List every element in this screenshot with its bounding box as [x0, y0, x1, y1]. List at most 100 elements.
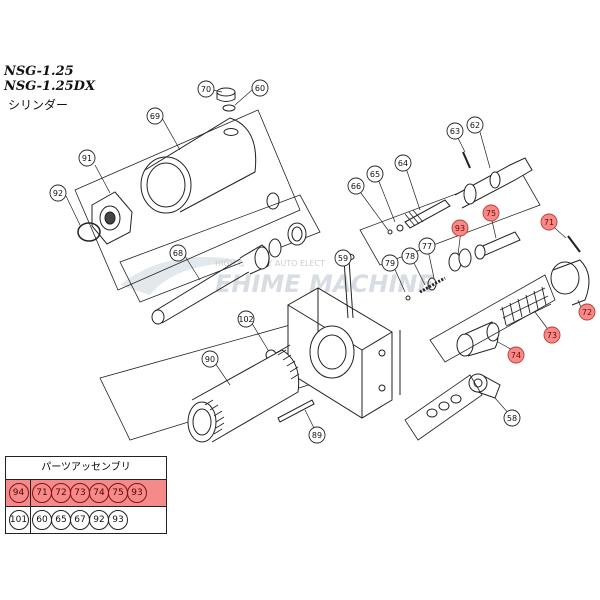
- callout-78: 78: [401, 247, 419, 265]
- part-drawings: [65, 87, 590, 443]
- cylinder-body-block: [287, 287, 401, 419]
- callout-circle: [381, 254, 399, 272]
- callout-65: 65: [366, 165, 384, 183]
- callout-93: 93: [451, 219, 469, 237]
- part-number: 75: [108, 483, 128, 503]
- ball-66: [387, 229, 393, 235]
- piston-74: [456, 321, 500, 357]
- cap-72: [550, 259, 590, 306]
- callout-79: 79: [381, 254, 399, 272]
- callout-label: 89: [312, 431, 322, 440]
- callout-circle: [543, 326, 561, 344]
- callout-circle: [446, 122, 464, 140]
- watermark-small-text: HIGH QUALITY AUTO ELECT: [215, 259, 325, 268]
- callout-label: 70: [201, 85, 211, 94]
- callout-label: 58: [507, 414, 517, 423]
- cylinder-group-outline: [74, 109, 301, 291]
- callout-label: 63: [450, 127, 460, 136]
- callout-circle: [78, 149, 96, 167]
- callout-label: 64: [398, 159, 408, 168]
- callout-circle: [451, 219, 469, 237]
- assembly-number: 101: [8, 510, 29, 530]
- callout-77: 77: [418, 237, 436, 255]
- callout-circle: [49, 184, 67, 202]
- callout-64: 64: [394, 154, 412, 172]
- part-number: 93: [108, 510, 128, 530]
- callout-label: 91: [82, 154, 92, 163]
- washer-77: [427, 277, 437, 291]
- callout-circle: [578, 303, 596, 321]
- pin-71: [567, 235, 581, 253]
- callout-label: 73: [547, 331, 557, 340]
- spring-78: [419, 276, 446, 294]
- callout-label: 66: [351, 182, 361, 191]
- callout-label: 77: [422, 242, 432, 251]
- callout-71: 71: [540, 213, 558, 231]
- callout-label: 79: [385, 259, 395, 268]
- callout-label: 75: [486, 209, 496, 218]
- callout-59: 59: [334, 249, 352, 267]
- callout-label: 78: [405, 252, 415, 261]
- part-number: 67: [70, 510, 90, 530]
- assembly-subtitle: シリンダー: [8, 98, 69, 112]
- callout-label: 59: [338, 254, 348, 263]
- callout-circle: [482, 204, 500, 222]
- callout-63: 63: [446, 122, 464, 140]
- pin-63: [462, 151, 471, 169]
- part-number: 72: [51, 483, 71, 503]
- callout-circle: [201, 350, 219, 368]
- callout-label: 65: [370, 170, 380, 179]
- callout-74: 74: [507, 346, 525, 364]
- watermark-swoosh: [120, 256, 250, 295]
- callout-62: 62: [466, 116, 484, 134]
- nozzle-58: [468, 373, 501, 399]
- parts-table-header: パーツアッセンブリ: [6, 457, 166, 480]
- callout-label: 62: [470, 121, 480, 130]
- callout-label: 69: [150, 112, 160, 121]
- knob-70: [216, 87, 236, 112]
- threaded-tube-90: [187, 349, 300, 443]
- callout-circle: [237, 310, 255, 328]
- callout-69: 69: [146, 107, 164, 125]
- callout-102: 102: [237, 310, 255, 328]
- callout-70: 70: [197, 80, 215, 98]
- callout-circle: [401, 247, 419, 265]
- ring-92: [77, 222, 101, 242]
- part-number: 92: [89, 510, 109, 530]
- callout-circle: [466, 116, 484, 134]
- callout-circle: [347, 177, 365, 195]
- callout-label: 90: [205, 355, 215, 364]
- model-title-1: NSG-1.25: [4, 64, 74, 79]
- part-number: 73: [70, 483, 90, 503]
- callout-66: 66: [347, 177, 365, 195]
- callout-circle: [418, 237, 436, 255]
- ball-79: [405, 295, 411, 301]
- callout-circle: [503, 409, 521, 427]
- callout-90: 90: [201, 350, 219, 368]
- callout-72: 72: [578, 303, 596, 321]
- piston-rod-68: [151, 192, 307, 325]
- assembly-number: 94: [8, 483, 29, 503]
- callout-58: 58: [503, 409, 521, 427]
- spring-group-outline: [429, 274, 556, 363]
- callout-circle: [540, 213, 558, 231]
- spring-73: [499, 286, 552, 327]
- cylinder-69: [140, 117, 257, 214]
- callout-75: 75: [482, 204, 500, 222]
- piston-group-outline: [119, 194, 321, 303]
- pin-89: [277, 399, 315, 423]
- callout-label: 93: [455, 224, 465, 233]
- callout-circle: [394, 154, 412, 172]
- callout-label: 92: [53, 189, 63, 198]
- callout-68: 68: [169, 244, 187, 262]
- callout-label: 102: [238, 315, 253, 324]
- callout-circle: [334, 249, 352, 267]
- part-number: 65: [51, 510, 71, 530]
- nut-91: [91, 191, 133, 245]
- small-fittings: [426, 394, 462, 418]
- parts-table-row: 101 60 65 67 92 93: [6, 507, 166, 533]
- sleeve-75: [474, 231, 521, 260]
